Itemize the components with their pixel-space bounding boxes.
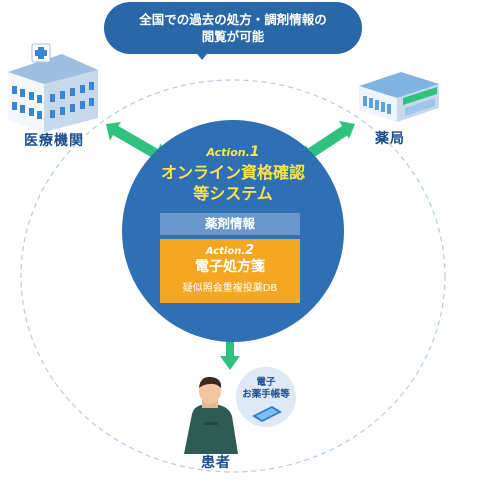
patient-icon [184,376,238,454]
pharmacy-icon [359,72,439,122]
drug-info-bar: 薬剤情報 [160,213,300,235]
action-2-tag: Action.2 [160,243,300,258]
bubble-line-2: 閲覧が可能 [201,29,265,44]
smartphone-icon [252,406,282,422]
pharmacy-label: 薬局 [375,131,405,147]
e-booklet-line-2: お薬手帳等 [242,389,290,400]
e-booklet-line-1: 電子 [256,377,276,388]
system-title-line-2: 等システム [193,184,273,203]
hospital-icon [8,43,98,132]
e-booklet-label: 電子 お薬手帳等 [236,377,296,401]
action-1-prefix: Action. [206,146,250,159]
info-bubble: 全国での過去の処方・調剤情報の 閲覧が可能 [104,2,362,54]
hospital-arrow [106,122,165,162]
system-title-line-1: オンライン資格確認 [160,163,305,182]
action-1-number: 1 [249,144,260,160]
bubble-line-1: 全国での過去の処方・調剤情報の [139,12,327,27]
system-title: オンライン資格確認 等システム [122,162,344,204]
action-1-tag: Action.1 [122,144,344,160]
e-prescription-box: Action.2 電子処方箋 疑似照会重複投薬DB [160,239,300,303]
action-2-number: 2 [245,243,255,258]
hospital-label: 医療機関 [24,133,84,149]
action-2-prefix: Action. [205,246,246,257]
outer-dashed-ring [20,79,446,473]
bubble-tail [194,50,210,60]
e-prescription-title: 電子処方箋 [195,259,265,275]
patient-label: 患者 [201,455,231,471]
duplicate-check-db-label: 疑似照会重複投薬DB [182,283,278,294]
